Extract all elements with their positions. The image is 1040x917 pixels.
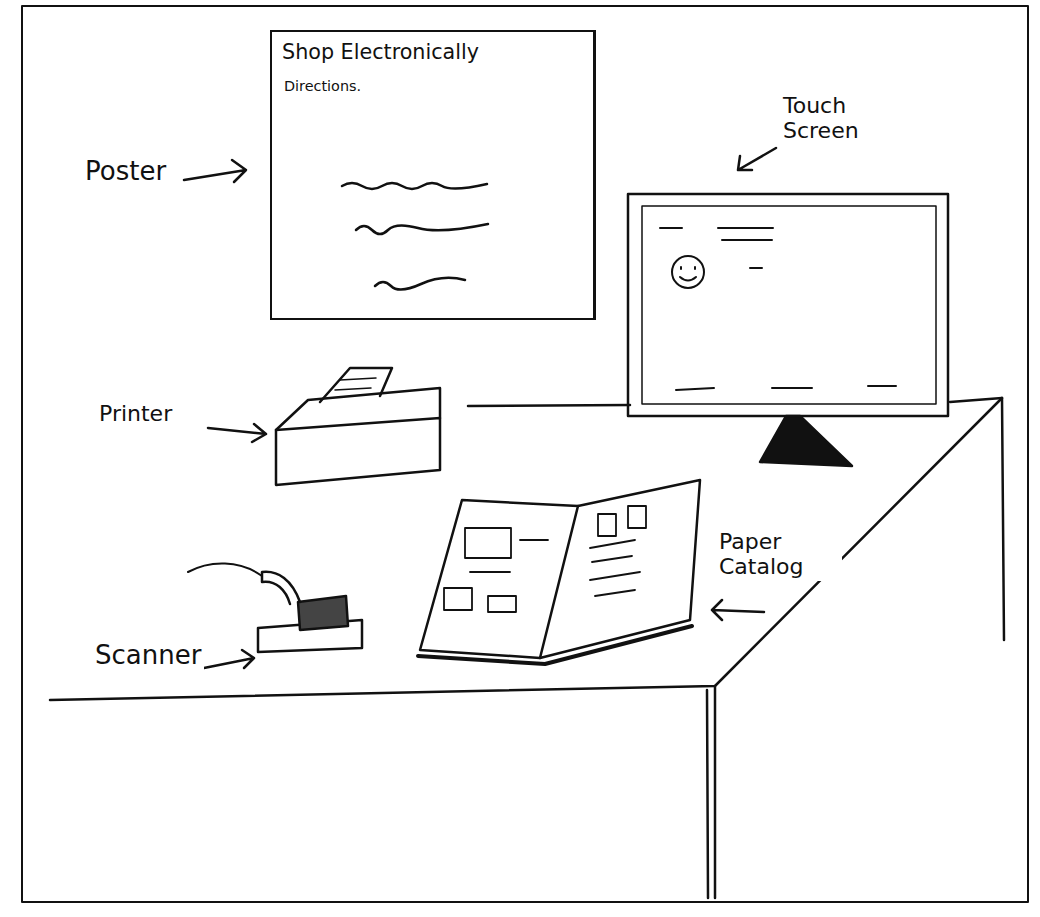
poster-squiggle [356, 224, 488, 234]
touch-screen [628, 194, 948, 466]
poster-heading: Shop Electronically [272, 32, 593, 64]
catalog-photo [444, 588, 472, 610]
printer-front [276, 418, 440, 485]
scanner-handle [262, 572, 300, 604]
catalog-photo [628, 506, 646, 528]
printer-paper [320, 368, 392, 402]
poster-squiggle [375, 278, 465, 290]
catalog-spine [418, 626, 692, 664]
scanner-cable [188, 563, 262, 576]
printer-drawing [276, 368, 440, 485]
part-label: Paper Catalog [716, 528, 842, 581]
leader-arrow [204, 650, 254, 668]
leader-arrow [208, 424, 266, 442]
desk [50, 398, 1004, 898]
catalog-photo [598, 514, 616, 536]
catalog-photo [488, 596, 516, 612]
desk-edge [1002, 398, 1004, 640]
poster-board: Shop ElectronicallyDirections. [270, 30, 596, 320]
leader-arrows [184, 148, 776, 668]
monitor-frame [628, 194, 948, 416]
screen-button-line [676, 386, 896, 390]
screen-text-line [660, 228, 773, 268]
desk-edge [468, 398, 1002, 406]
leader-arrow [712, 600, 764, 620]
catalog-text-line [470, 540, 640, 596]
scanner-head [298, 596, 348, 630]
leader-arrow [184, 160, 246, 182]
desk-leg [707, 686, 715, 898]
part-label: Scanner [92, 640, 204, 672]
part-label: Touch Screen [780, 92, 896, 145]
part-label: Printer [96, 400, 175, 427]
catalog-drawing [418, 480, 700, 664]
poster-subheading: Directions. [272, 64, 593, 94]
leader-arrow [738, 148, 776, 170]
monitor-stand [760, 416, 852, 466]
printer-top [276, 388, 440, 430]
monitor-screen [642, 206, 936, 404]
paper-lines [335, 378, 376, 390]
smiley-face [680, 267, 696, 281]
catalog-left-page [420, 500, 578, 658]
scanner-drawing [188, 563, 362, 652]
desk-edge [50, 398, 1002, 700]
part-label: Poster [82, 156, 169, 188]
sketch-frame [22, 6, 1028, 902]
catalog-photo [465, 528, 511, 558]
poster-squiggle [342, 183, 487, 189]
smiley-icon [672, 256, 704, 288]
